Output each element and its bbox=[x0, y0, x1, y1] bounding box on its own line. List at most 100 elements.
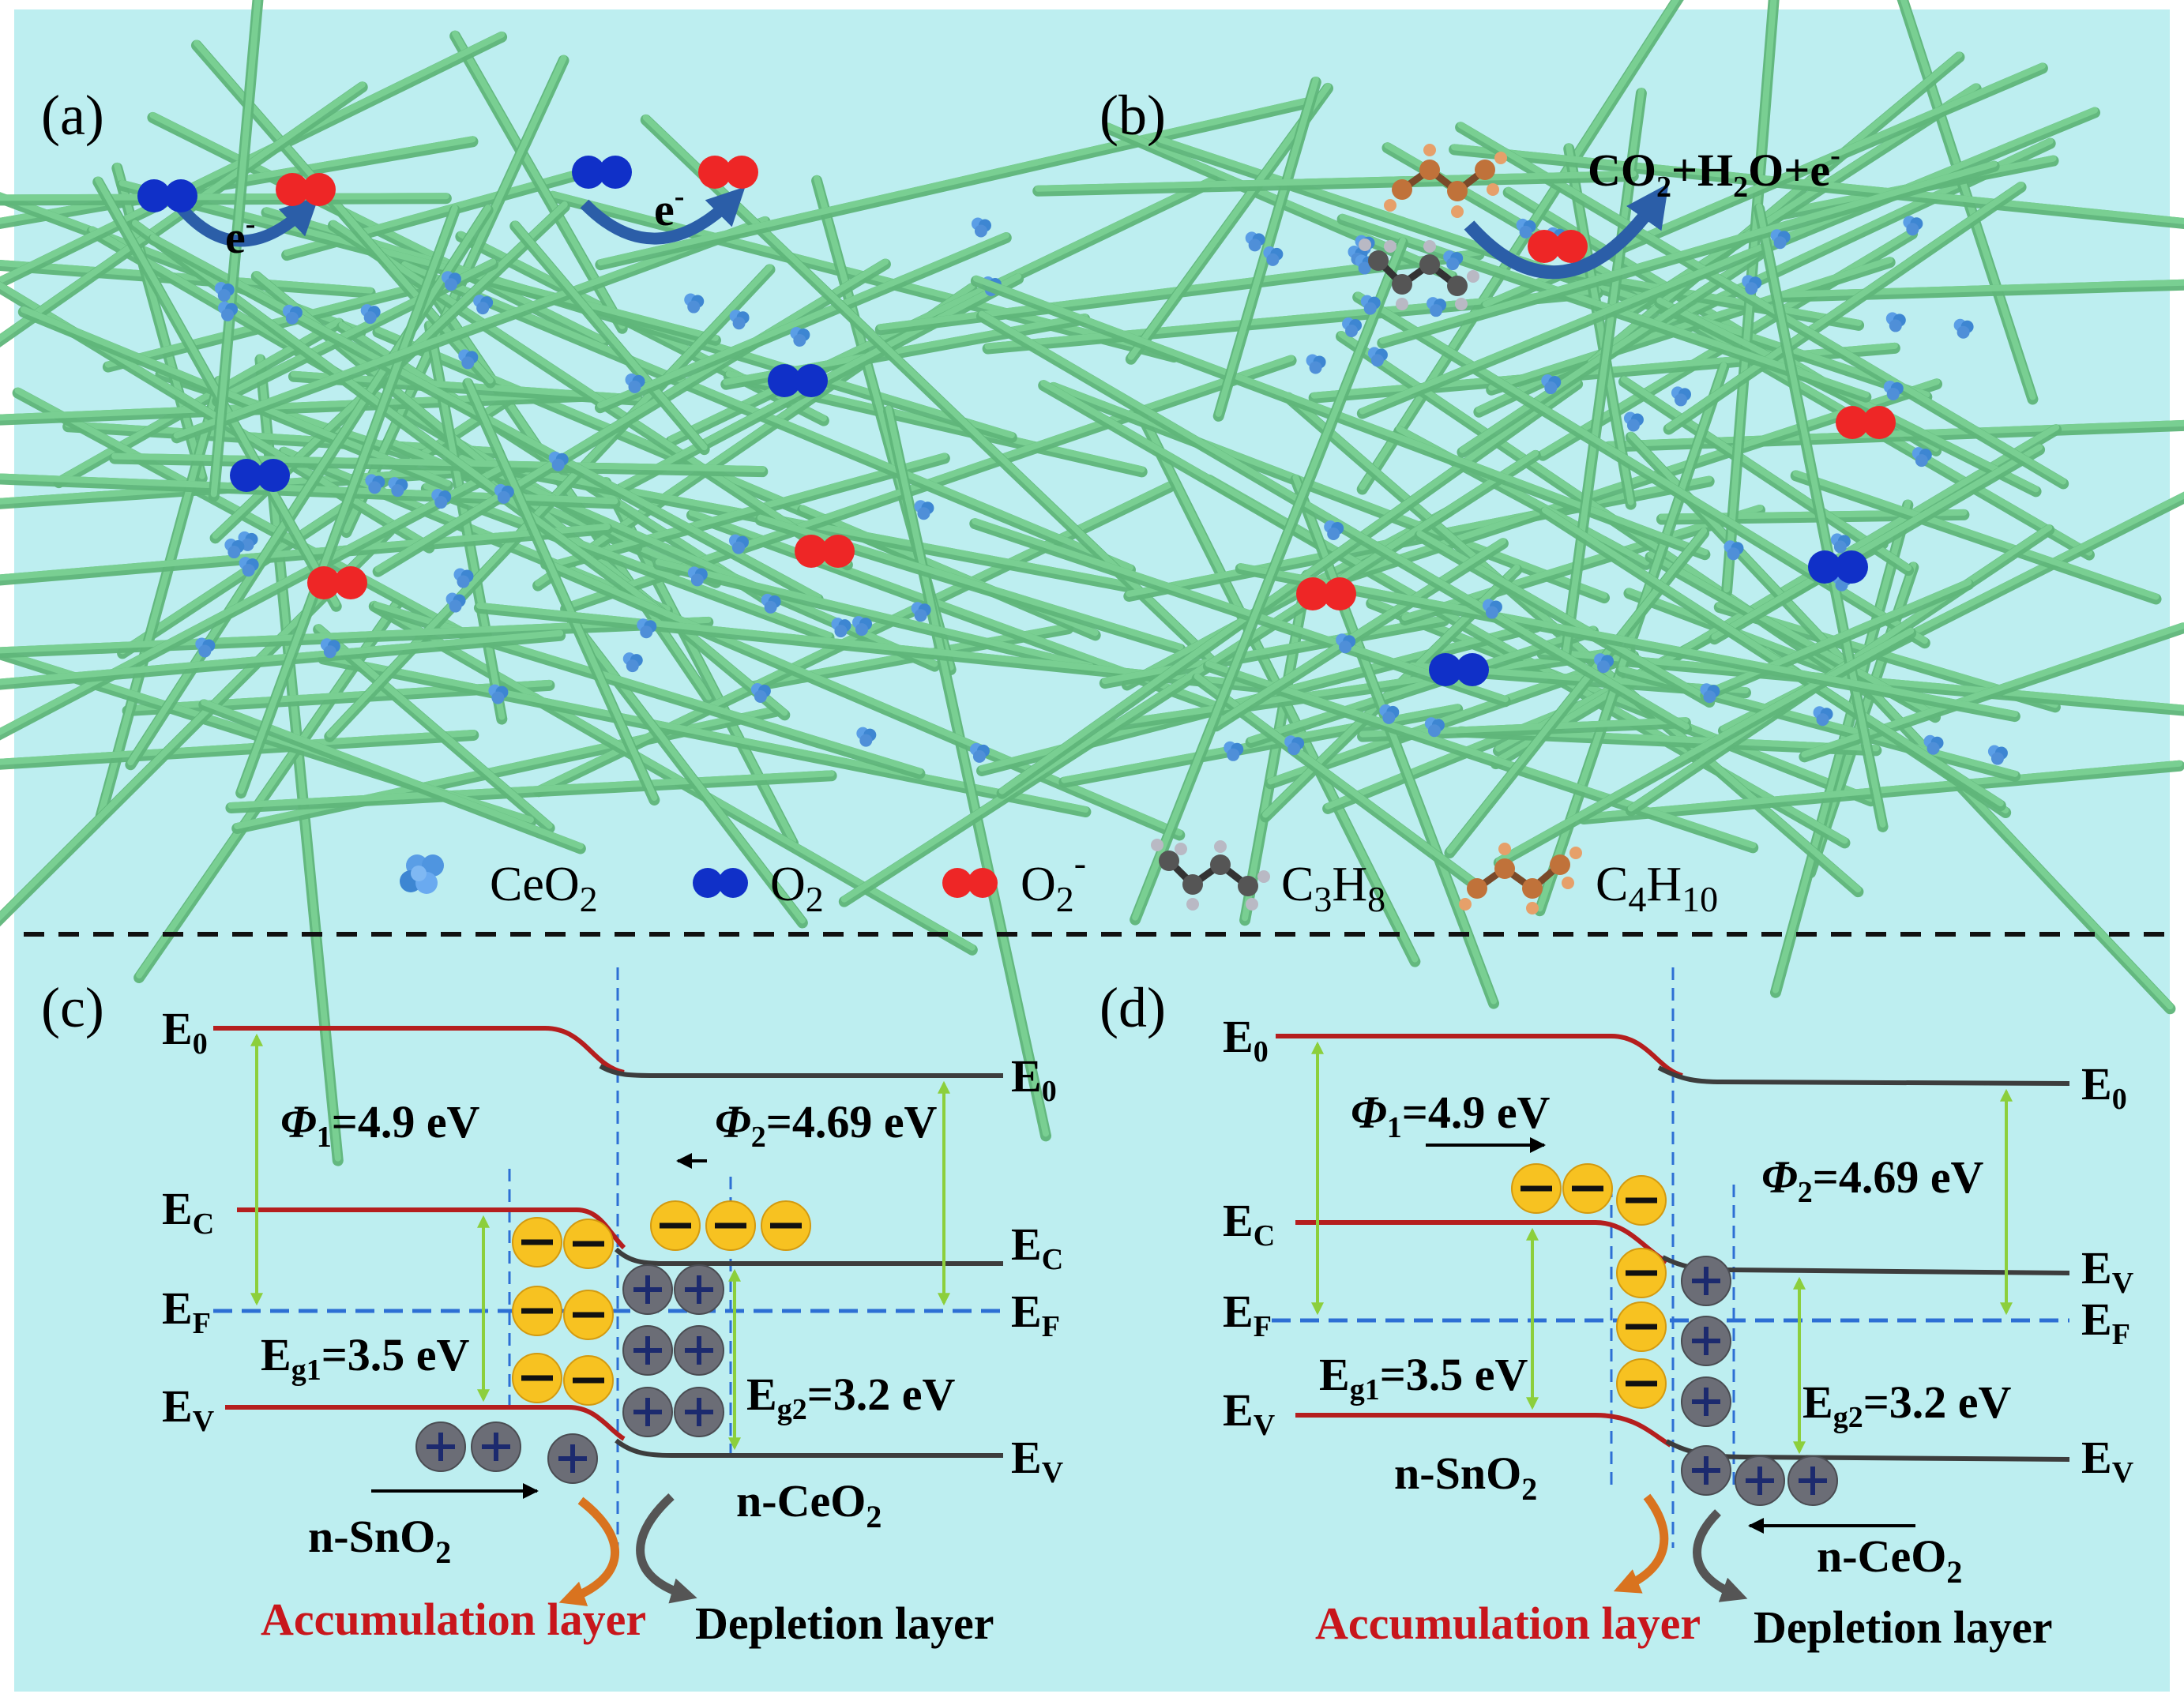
nanofiber-highlight bbox=[1215, 76, 1319, 417]
nanofiber-highlight bbox=[1541, 506, 2004, 807]
nanofiber-highlight bbox=[1605, 419, 2184, 448]
vacuum-level-right-c bbox=[599, 1064, 1003, 1078]
ceo2-particle bbox=[1427, 297, 1447, 317]
o2-legend-icon bbox=[693, 868, 748, 898]
electron bbox=[1562, 1163, 1613, 1214]
depletion-arrow-d bbox=[1693, 1509, 1748, 1602]
nanofiber-highlight bbox=[1780, 279, 2184, 298]
fermi-label-right-d: EF bbox=[2081, 1294, 2130, 1351]
ceo2-particle bbox=[445, 592, 466, 613]
ceo2-legend-icon bbox=[400, 854, 444, 894]
ceo2-particle bbox=[453, 568, 474, 588]
ceo2-label-c: n-CeO2 bbox=[736, 1475, 881, 1534]
nanofiber-highlight bbox=[1724, 0, 1777, 593]
hole bbox=[1681, 1445, 1731, 1496]
conduction-label-left-d: EC bbox=[1223, 1195, 1275, 1252]
ceo2-particle bbox=[851, 616, 872, 637]
accumulation-arrow-d bbox=[1613, 1493, 1669, 1594]
ceo2-particle bbox=[1594, 653, 1615, 674]
work-function-1-label-d: Φ1=4.9 eV bbox=[1351, 1087, 1551, 1144]
band-gap-1-label-c: Eg1=3.5 eV bbox=[261, 1329, 469, 1387]
reaction-arrow bbox=[1464, 183, 1669, 280]
nanofiber-highlight bbox=[118, 179, 719, 341]
conduction-band-left-c bbox=[237, 1207, 626, 1250]
band-gap-1-label-d: Eg1=3.5 eV bbox=[1319, 1349, 1528, 1406]
o2-molecule bbox=[230, 459, 290, 492]
vacuum-label-right-c: E0 bbox=[1011, 1050, 1057, 1108]
ceo2-particle bbox=[238, 531, 258, 551]
adsorbed-molecules bbox=[137, 144, 1896, 686]
valence-label-left-d: EV bbox=[1223, 1384, 1276, 1442]
nanofiber-highlight bbox=[543, 558, 1183, 836]
hole bbox=[622, 1264, 673, 1315]
vacuum-label-left-c: E0 bbox=[162, 1003, 208, 1061]
ceo2-particle bbox=[1911, 447, 1932, 468]
electron bbox=[1616, 1301, 1667, 1352]
hole bbox=[622, 1387, 673, 1437]
panel-label-c: (c) bbox=[41, 976, 104, 1039]
nanofiber-highlight bbox=[1588, 51, 1963, 366]
nanofiber-highlight bbox=[1702, 579, 1972, 697]
nanofiber-highlight bbox=[0, 462, 509, 736]
nanofiber-highlight bbox=[1127, 82, 1332, 360]
valence-band-left-c bbox=[225, 1405, 626, 1441]
nanofiber-highlight bbox=[0, 193, 449, 201]
nanofiber-highlight bbox=[0, 260, 374, 294]
propane-legend-label: C3H8 bbox=[1281, 858, 1385, 919]
vacuum-level-left-c bbox=[213, 1026, 625, 1075]
nanofiber-highlight bbox=[280, 446, 671, 612]
ceo2-particle bbox=[473, 295, 494, 315]
nanofiber-highlight bbox=[569, 617, 806, 924]
propane-legend-icon bbox=[1151, 839, 1270, 911]
nanofiber-highlight bbox=[978, 310, 1690, 730]
electron bbox=[705, 1200, 756, 1251]
ceo2-particle bbox=[239, 557, 259, 577]
ceo2-particle bbox=[214, 281, 235, 302]
nanofiber-highlight bbox=[1457, 122, 2067, 485]
background bbox=[14, 9, 2170, 1692]
nanofiber-highlight bbox=[20, 306, 451, 487]
ceo2-particle bbox=[1541, 374, 1562, 395]
nanofiber-highlight bbox=[374, 258, 889, 573]
nanofiber-highlight bbox=[840, 449, 1539, 903]
nanofiber-highlight bbox=[1711, 444, 2043, 640]
electron bbox=[512, 1286, 562, 1336]
reaction-products: CO2+H2O+e- bbox=[1588, 139, 1840, 204]
o2-legend-label: O2 bbox=[770, 858, 824, 919]
conduction-label-left-c: EC bbox=[162, 1183, 214, 1241]
ceo2-legend-label: CeO2 bbox=[490, 858, 598, 919]
band-gap-2-label-d: Eg2=3.2 eV bbox=[1802, 1376, 2011, 1434]
ceo2-particle bbox=[790, 326, 810, 347]
ceo2-particle bbox=[761, 593, 781, 614]
ceo2-particle bbox=[1623, 411, 1644, 432]
nanofiber-highlight bbox=[370, 600, 975, 951]
electron bbox=[1511, 1163, 1562, 1214]
work-function-2-label-c: Φ2=4.69 eV bbox=[715, 1096, 938, 1154]
sno2-label-d: n-SnO2 bbox=[1394, 1448, 1537, 1507]
electron bbox=[1616, 1358, 1667, 1409]
work-function-1-label-c: Φ1=4.9 eV bbox=[280, 1096, 480, 1154]
ceo2-particle bbox=[1324, 520, 1344, 540]
nanofiber-highlight bbox=[1205, 660, 1757, 849]
ceo2-particle bbox=[1342, 317, 1363, 337]
ceo2-particle bbox=[1883, 380, 1904, 400]
ceo2-particle bbox=[1306, 354, 1326, 374]
ceo2-particle bbox=[224, 539, 245, 559]
panel-label-b: (b) bbox=[1100, 84, 1166, 147]
nanofiber-highlight bbox=[1379, 160, 1998, 344]
ceo2-particle bbox=[1245, 231, 1265, 252]
hole bbox=[1681, 1256, 1731, 1306]
ceo2-particle bbox=[388, 477, 408, 498]
nanofiber-mat-a bbox=[0, 0, 1323, 1166]
o2-minus-legend-icon bbox=[942, 868, 998, 898]
o2-minus-ion bbox=[1296, 577, 1356, 610]
hole bbox=[622, 1325, 673, 1376]
ceo2-particle bbox=[911, 602, 931, 622]
nanofiber-highlight bbox=[227, 770, 835, 809]
hydrocarbon-molecules bbox=[1359, 144, 1507, 310]
ceo2-particle bbox=[320, 638, 340, 659]
nanofiber-highlight bbox=[667, 175, 1217, 442]
nanofiber-highlight bbox=[998, 378, 1581, 794]
accumulation-label-c: Accumulation layer bbox=[261, 1594, 646, 1645]
